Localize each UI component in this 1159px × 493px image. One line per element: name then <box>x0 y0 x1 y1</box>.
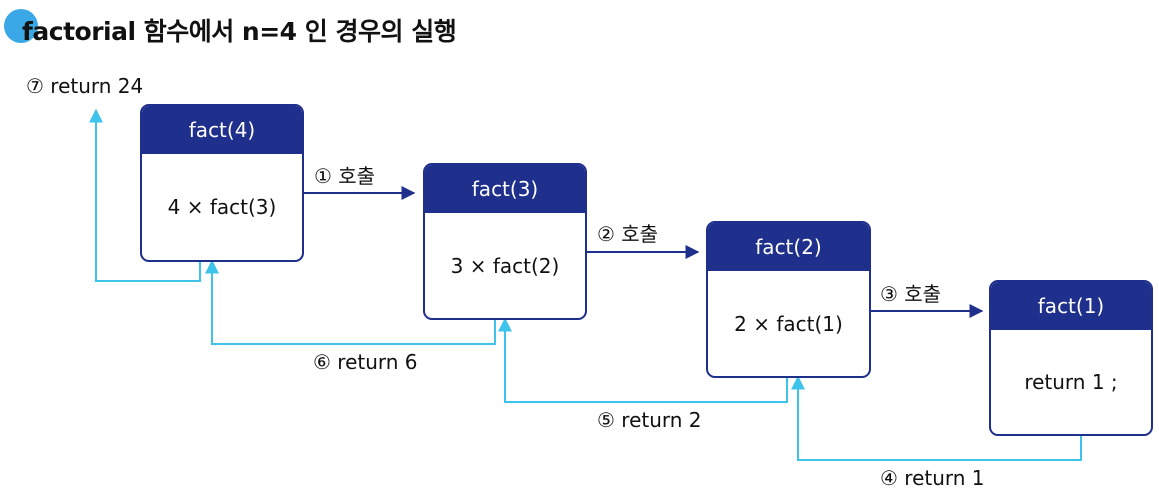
return-arrow-4 <box>89 108 201 282</box>
title-bullet <box>4 9 38 43</box>
return-arrow-2 <box>498 317 788 403</box>
call-label-2: ② 호출 <box>597 222 659 246</box>
box-fact3: fact(3) 3 × fact(2) <box>423 163 587 320</box>
box-body: 4 × fact(3) <box>167 195 277 219</box>
box-fact2: fact(2) 2 × fact(1) <box>706 221 871 378</box>
return-label-4: ⑦ return 24 <box>26 74 144 98</box>
return-label-1: ④ return 1 <box>880 466 985 490</box>
box-header: fact(3) <box>425 165 585 213</box>
call-label-1: ① 호출 <box>314 164 376 188</box>
box-fact1: fact(1) return 1 ; <box>989 280 1153 436</box>
return-label-2: ⑤ return 2 <box>597 408 702 432</box>
box-body: 3 × fact(2) <box>450 253 560 278</box>
page-title: factorial 함수에서 n=4 인 경우의 실행 <box>22 17 457 46</box>
return-label-3: ⑥ return 6 <box>313 350 418 374</box>
box-header: fact(1) <box>991 282 1151 330</box>
box-header: fact(4) <box>142 106 302 154</box>
box-header: fact(2) <box>708 223 869 271</box>
box-body: return 1 ; <box>1024 370 1118 394</box>
box-body: 2 × fact(1) <box>734 311 843 336</box>
return-arrow-1 <box>791 375 1082 461</box>
call-label-3: ③ 호출 <box>880 282 942 306</box>
return-arrow-3 <box>205 259 496 345</box>
box-fact4: fact(4) 4 × fact(3) <box>140 104 304 262</box>
